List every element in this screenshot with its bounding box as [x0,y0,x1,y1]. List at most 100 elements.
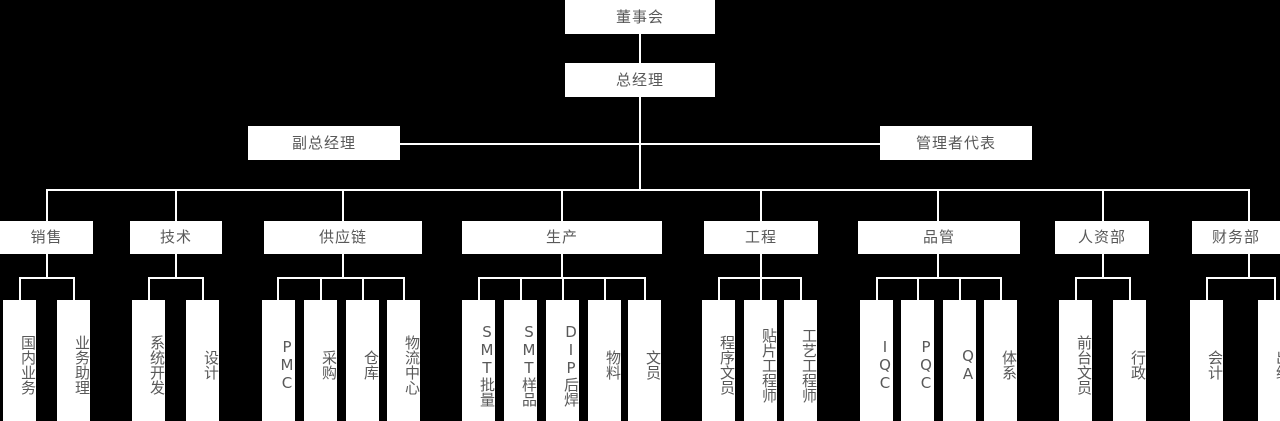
node-team-quality-0[interactable]: IQC [860,300,894,421]
connector-bus-quality [876,277,1002,279]
connector-mgmt-rep-to-trunk [639,143,880,145]
node-department-production[interactable]: 生产 [462,221,662,254]
node-team-production-3[interactable]: 物料 [588,300,622,421]
node-team-production-2[interactable]: DIP后焊 [546,300,580,421]
node-department-hr[interactable]: 人资部 [1055,221,1149,254]
connector-stem-technology [175,189,177,221]
team-label: 文员 [644,350,662,380]
node-deputy-general-manager-label: 副总经理 [291,133,356,152]
node-team-supplychain-2[interactable]: 仓库 [346,300,380,421]
node-deputy-general-manager[interactable]: 副总经理 [248,126,400,160]
node-team-technology-0[interactable]: 系统开发 [132,300,166,421]
connector-leaf-production-4 [644,277,646,300]
connector-leaf-supplychain-0 [277,277,279,300]
node-management-representative-label: 管理者代表 [915,133,996,152]
node-general-manager[interactable]: 总经理 [565,63,715,97]
connector-drop-sales [46,254,48,277]
connector-bus-hr [1075,277,1131,279]
node-management-representative[interactable]: 管理者代表 [880,126,1032,160]
team-label: IQC [876,338,894,392]
connector-leaf-quality-3 [1000,277,1002,300]
node-department-technology[interactable]: 技术 [130,221,222,254]
team-label: PQC [917,338,935,392]
node-team-engineering-2[interactable]: 工艺工程师 [784,300,818,421]
connector-bus-supplychain [277,277,403,279]
node-team-finance-1[interactable]: 出纳 [1258,300,1280,421]
connector-leaf-engineering-2 [800,277,802,300]
team-label: 仓库 [362,350,380,380]
connector-leaf-finance-1 [1274,277,1276,300]
connector-stem-quality [937,189,939,221]
connector-leaf-sales-0 [19,277,21,300]
connector-bus-sales [19,277,75,279]
connector-bus-finance [1206,277,1276,279]
connector-drop-technology [175,254,177,277]
team-label: 程序文员 [718,335,736,395]
node-department-supplychain[interactable]: 供应链 [264,221,422,254]
team-label: 前台文员 [1075,335,1093,395]
connector-leaf-technology-0 [148,277,150,300]
node-team-supplychain-1[interactable]: 采购 [304,300,338,421]
connector-leaf-supplychain-1 [320,277,322,300]
team-label: 贴片工程师 [760,327,778,403]
node-team-quality-2[interactable]: QA [943,300,977,421]
team-label: SMT批量 [478,323,496,407]
node-team-supplychain-3[interactable]: 物流中心 [387,300,421,421]
department-label: 品管 [922,228,955,246]
connector-drop-hr [1102,254,1104,277]
team-label: PMC [278,338,296,392]
connector-drop-finance [1248,254,1250,277]
team-label: 物料 [604,350,622,380]
department-label: 生产 [545,228,578,246]
connector-leaf-production-1 [520,277,522,300]
node-team-engineering-1[interactable]: 贴片工程师 [744,300,778,421]
node-department-sales[interactable]: 销售 [0,221,93,254]
connector-leaf-hr-1 [1129,277,1131,300]
team-label: 行政 [1129,350,1147,380]
connector-leaf-engineering-1 [760,277,762,300]
connector-leaf-engineering-0 [718,277,720,300]
connector-stem-engineering [760,189,762,221]
team-label: DIP后焊 [562,323,580,407]
node-team-production-1[interactable]: SMT样品 [504,300,538,421]
node-team-hr-1[interactable]: 行政 [1113,300,1147,421]
connector-stem-finance [1248,189,1250,221]
team-label: SMT样品 [520,323,538,407]
department-label: 技术 [159,228,192,246]
node-team-production-4[interactable]: 文员 [628,300,662,421]
team-label: 工艺工程师 [800,327,818,403]
node-board[interactable]: 董事会 [565,0,715,34]
node-team-sales-1[interactable]: 业务助理 [57,300,91,421]
node-team-sales-0[interactable]: 国内业务 [3,300,37,421]
connector-leaf-sales-1 [73,277,75,300]
node-team-production-0[interactable]: SMT批量 [462,300,496,421]
connector-leaf-technology-1 [202,277,204,300]
team-label: 体系 [1000,350,1018,380]
node-department-engineering[interactable]: 工程 [704,221,818,254]
connector-stem-hr [1102,189,1104,221]
node-team-quality-1[interactable]: PQC [901,300,935,421]
node-team-hr-0[interactable]: 前台文员 [1059,300,1093,421]
connector-department-bus [46,189,1249,191]
node-team-technology-1[interactable]: 设计 [186,300,220,421]
connector-drop-quality [937,254,939,277]
team-label: 物流中心 [403,335,421,395]
team-label: 国内业务 [19,335,37,395]
node-department-quality[interactable]: 品管 [858,221,1020,254]
node-team-supplychain-0[interactable]: PMC [262,300,296,421]
node-team-engineering-0[interactable]: 程序文员 [702,300,736,421]
team-label: 出纳 [1274,350,1280,380]
department-label: 供应链 [318,228,367,246]
team-label: QA [959,347,977,383]
department-label: 工程 [744,228,777,246]
connector-leaf-hr-0 [1075,277,1077,300]
department-label: 人资部 [1077,228,1126,246]
connector-leaf-quality-2 [959,277,961,300]
connector-stem-production [561,189,563,221]
connector-bus-technology [148,277,204,279]
node-department-finance[interactable]: 财务部 [1192,221,1280,254]
node-team-quality-3[interactable]: 体系 [984,300,1018,421]
node-team-finance-0[interactable]: 会计 [1190,300,1224,421]
team-label: 业务助理 [73,335,91,395]
